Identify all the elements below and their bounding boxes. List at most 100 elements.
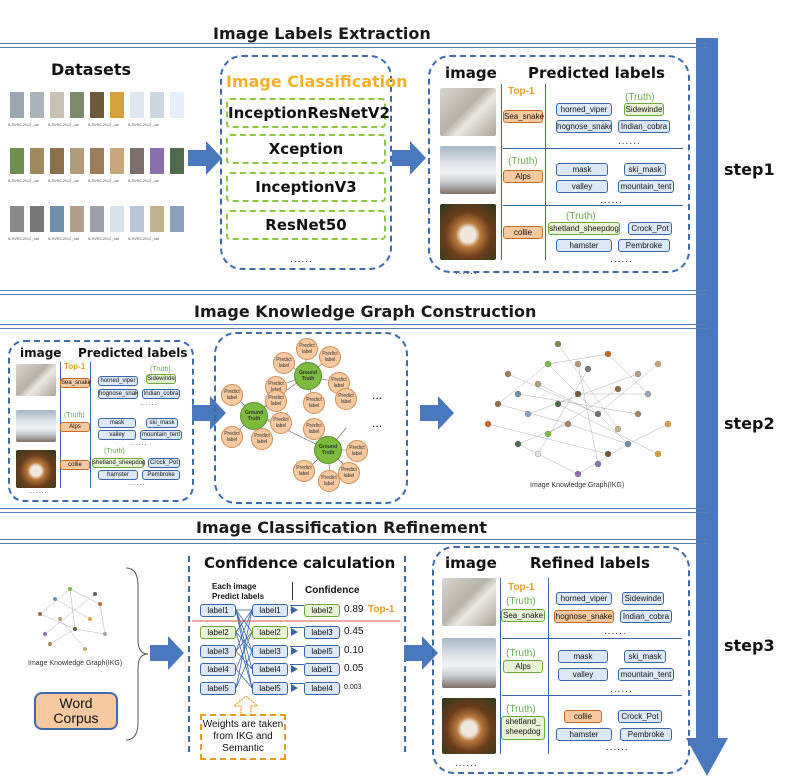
predicted-top-label: Alps bbox=[60, 422, 90, 432]
left-label: label1 bbox=[200, 604, 236, 617]
graph-ellipsis: ... bbox=[372, 416, 383, 430]
ikg-network bbox=[484, 340, 672, 478]
image-collie bbox=[442, 698, 496, 754]
graph-node-ground-truth: Ground Truth bbox=[294, 362, 322, 390]
image-header: image bbox=[445, 554, 497, 572]
graph-node-predict: Predict label bbox=[251, 428, 273, 450]
image-alps bbox=[442, 638, 496, 688]
predicted-label: valley bbox=[98, 430, 136, 440]
divider bbox=[0, 543, 707, 544]
classification-title: Image Classification bbox=[226, 72, 408, 91]
refined-label: Indian_cobra bbox=[620, 610, 672, 623]
image-sea-snake bbox=[442, 578, 496, 626]
arrow-right bbox=[188, 141, 222, 175]
svg-text:ILSVRC2012_val: ILSVRC2012_val bbox=[128, 122, 159, 127]
images-ellipsis: ...... bbox=[455, 266, 478, 277]
divider bbox=[0, 47, 707, 48]
refined-label: hognose_snake bbox=[554, 610, 614, 623]
mid-label: label4 bbox=[252, 663, 288, 676]
predicted-label-truth: shetland_sheepdog bbox=[92, 458, 146, 468]
predicted-top-label: collie bbox=[60, 460, 90, 470]
predicted-label: valley bbox=[556, 180, 608, 193]
divider bbox=[0, 508, 707, 509]
confidence-value: 0.003 bbox=[344, 684, 362, 691]
refined-label: ski_mask bbox=[624, 650, 666, 663]
row-divider bbox=[503, 205, 683, 206]
graph-node-predict: Predict label bbox=[319, 346, 341, 368]
refined-label: Pembroke bbox=[620, 728, 672, 741]
predicted-label: Crock_Pot bbox=[628, 222, 672, 235]
predicted-label: hamster bbox=[98, 470, 138, 480]
arrow-right bbox=[150, 636, 184, 670]
left-label: label3 bbox=[200, 645, 236, 658]
truth-label: (Truth) bbox=[506, 596, 536, 607]
graph-node-predict: Predict label bbox=[346, 440, 368, 462]
predicted-label: Crock_Pot bbox=[148, 458, 180, 468]
top1-label: Top-1 bbox=[508, 582, 535, 593]
image-collie bbox=[440, 204, 496, 260]
confidence-title: Confidence calculation bbox=[204, 554, 396, 572]
graph-node-predict: Predict label bbox=[296, 338, 318, 360]
header-sep bbox=[292, 582, 293, 600]
top1-label: Top-1 bbox=[64, 362, 86, 371]
svg-text:ILSVRC2012_val: ILSVRC2012_val bbox=[88, 236, 119, 241]
each-image-label: Each image bbox=[212, 582, 257, 591]
graph-node-predict: Predict label bbox=[273, 352, 295, 374]
labels-ellipsis: ...... bbox=[610, 684, 633, 695]
predicted-label: mountain_tent bbox=[618, 180, 674, 193]
flow-arrow bbox=[686, 38, 728, 776]
top1-label: Top-1 bbox=[508, 86, 535, 97]
predicted-label: mask bbox=[556, 163, 608, 176]
datasets-title: Datasets bbox=[51, 60, 132, 79]
graph-ellipsis: ... bbox=[372, 388, 383, 402]
labels-ellipsis: ...... bbox=[130, 440, 148, 447]
col-divider bbox=[500, 578, 501, 754]
predicted-label-truth: Sidewinde bbox=[624, 103, 664, 116]
ranked-label: label3 bbox=[304, 626, 340, 639]
weight-connections bbox=[192, 606, 400, 692]
predicted-label: mountain_tent bbox=[140, 430, 182, 440]
arrow-shaft bbox=[290, 646, 304, 647]
ranked-label: label4 bbox=[304, 682, 340, 695]
refined-top-label: Alps bbox=[503, 660, 543, 673]
svg-text:ILSVRC2012_val: ILSVRC2012_val bbox=[48, 122, 79, 127]
svg-text:ILSVRC2012_val: ILSVRC2012_val bbox=[8, 178, 39, 183]
graph-node-predict: Predict label bbox=[318, 470, 340, 492]
refined-label: valley bbox=[558, 668, 608, 681]
model-resnet50: ResNet50 bbox=[226, 210, 386, 240]
refined-label: horned_viper bbox=[556, 592, 612, 605]
predicted-top-label: Sea_snake bbox=[60, 378, 92, 388]
labels-ellipsis: ...... bbox=[600, 195, 623, 206]
predicted-label: horned_viper bbox=[556, 103, 612, 116]
predicted-label: hognose_snake bbox=[98, 389, 138, 399]
refined-labels-panel bbox=[432, 546, 690, 774]
predicted-label: hamster bbox=[556, 239, 612, 252]
truth-label: (Truth) bbox=[506, 648, 536, 659]
predicted-labels-header: Predicted labels bbox=[78, 346, 188, 360]
images-ellipsis: ...... bbox=[30, 488, 48, 495]
divider bbox=[0, 512, 707, 513]
predicted-label: Pembroke bbox=[142, 470, 180, 480]
arrow-shaft bbox=[290, 605, 304, 606]
top1-label: Top-1 bbox=[368, 604, 395, 615]
confidence-value: 0.45 bbox=[344, 626, 364, 637]
refined-label: Crock_Pot bbox=[618, 710, 662, 723]
row-divider bbox=[503, 148, 683, 149]
svg-text:ILSVRC2012_val: ILSVRC2012_val bbox=[128, 236, 159, 241]
confidence-value: 0.10 bbox=[344, 645, 364, 656]
up-arrow bbox=[234, 696, 258, 716]
graph-node-ground-truth: Ground Truth bbox=[240, 402, 268, 430]
truth-label: (Truth) bbox=[104, 448, 125, 455]
svg-text:ILSVRC2012_val: ILSVRC2012_val bbox=[128, 178, 159, 183]
labels-ellipsis: ...... bbox=[618, 136, 641, 147]
divider bbox=[0, 294, 707, 295]
graph-node-predict: Predict label bbox=[338, 462, 360, 484]
image-collie bbox=[16, 450, 56, 488]
arrow-right bbox=[392, 141, 426, 175]
predicted-label: Indian_cobra bbox=[142, 389, 180, 399]
refined-labels-header: Refined labels bbox=[530, 554, 650, 572]
models-ellipsis: ...... bbox=[290, 254, 313, 265]
image-header: image bbox=[20, 346, 62, 360]
